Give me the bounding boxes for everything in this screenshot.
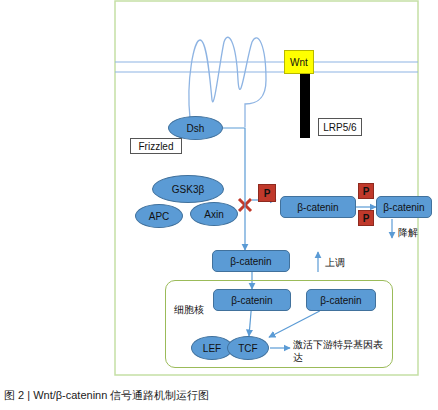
protein-box: β-catenin <box>306 289 376 311</box>
ligand-box: Wnt <box>284 50 314 74</box>
expression-arrow <box>270 347 290 348</box>
node-text: LRP5/6 <box>323 122 356 133</box>
signal-arrow <box>249 311 251 336</box>
protein-box: β-catenin <box>280 196 356 218</box>
node-text: 细胞核 <box>174 303 204 317</box>
node-text: P <box>363 213 370 224</box>
phospho-box: P <box>358 210 374 226</box>
annotation-text: 激活下游特异基因表达 <box>293 338 389 364</box>
receptor-label: LRP5/6 <box>318 118 362 136</box>
degrade-arrow <box>391 219 392 238</box>
node-text: APC <box>149 211 170 222</box>
node-text: Axin <box>204 209 223 220</box>
node-text: β-catenin <box>297 202 338 213</box>
phospho-box: P <box>258 184 276 202</box>
figure-caption: 图 2 | Wnt/β-cateninn 信号通路机制运行图 <box>4 388 209 403</box>
receptor-label: Frizzled <box>130 138 182 154</box>
frizzled-receptor <box>189 37 266 127</box>
node-text: β-catenin <box>320 295 361 306</box>
annotation-text: 上调 <box>325 256 345 270</box>
protein-ellipse: APC <box>135 204 183 228</box>
node-text: Wnt <box>290 57 308 68</box>
outer-frame <box>115 1 418 375</box>
signal-arrow <box>356 206 376 207</box>
signal-arrow <box>269 311 320 337</box>
node-text: GSK3β <box>172 184 204 195</box>
upregulate-arrow <box>317 252 318 272</box>
annotation-text: 降解 <box>398 226 418 240</box>
node-text: TCF <box>238 343 257 354</box>
protein-box: β-catenin <box>213 289 291 311</box>
nucleus-region: 细胞核 β-catenin β-cateninLEF TCF <box>165 280 393 368</box>
node-text: β-catenin <box>383 202 424 213</box>
phospho-box: P <box>358 183 374 199</box>
node-text: β-catenin <box>231 295 272 306</box>
protein-ellipse: Dsh <box>168 116 223 140</box>
protein-box: β-catenin <box>212 250 290 272</box>
node-text: P <box>264 188 271 199</box>
signal-arrow <box>223 128 245 250</box>
node-text: Frizzled <box>138 141 173 152</box>
protein-ellipse: Axin <box>190 202 238 226</box>
protein-ellipse: TCF <box>227 336 269 360</box>
protein-box: β-catenin <box>376 196 432 218</box>
protein-ellipse: GSK3β <box>152 175 224 203</box>
node-text: Dsh <box>187 123 205 134</box>
node-text: LEF <box>203 343 221 354</box>
node-text: P <box>363 186 370 197</box>
node-text: β-catenin <box>230 256 271 267</box>
membrane-line <box>115 61 418 62</box>
